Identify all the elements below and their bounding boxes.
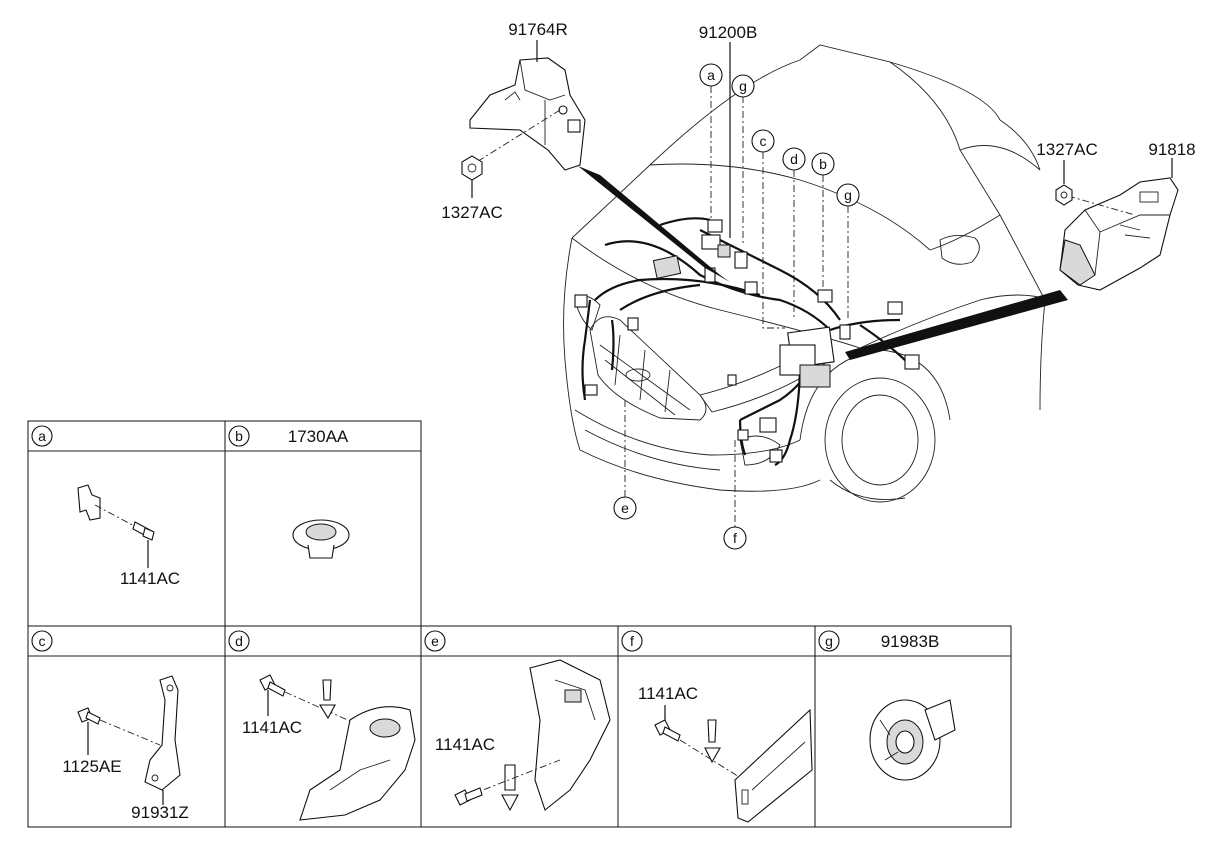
callout-e-main: e <box>613 496 637 520</box>
panel-c-part-label-1: 1125AE <box>62 757 121 776</box>
callout-f-main: f <box>723 526 747 550</box>
panel-b-header: b 1730AA <box>228 425 349 447</box>
svg-text:b: b <box>235 428 243 444</box>
svg-text:d: d <box>790 151 798 167</box>
panel-e-header: e <box>424 630 446 652</box>
callout-g-main-2: g <box>836 183 860 207</box>
svg-text:d: d <box>235 633 243 649</box>
panel-e-part-label: 1141AC <box>435 735 495 754</box>
callout-b-main: b <box>811 152 835 176</box>
vehicle-front-view <box>563 44 1051 503</box>
svg-text:e: e <box>431 633 439 649</box>
svg-text:g: g <box>825 633 833 649</box>
svg-text:f: f <box>630 633 634 649</box>
svg-text:e: e <box>621 500 629 516</box>
label-1327AC-right: 1327AC <box>1036 140 1097 159</box>
label-91200B: 91200B <box>699 23 758 42</box>
callout-g-main: g <box>731 74 755 98</box>
panel-e-bolt-bracket: 1141AC <box>435 659 611 812</box>
callout-d-main: d <box>782 147 806 171</box>
nut-1327AC-right <box>1055 184 1073 206</box>
svg-text:g: g <box>844 187 852 203</box>
callout-a-main: a <box>699 63 723 87</box>
svg-text:1730AA: 1730AA <box>288 427 349 446</box>
panel-d-bolt-member: 1141AC <box>242 674 416 821</box>
svg-text:g: g <box>739 78 747 94</box>
svg-text:b: b <box>819 156 827 172</box>
panel-f-header: f <box>621 630 643 652</box>
label-91764R: 91764R <box>508 20 568 39</box>
panel-d-header: d <box>228 630 250 652</box>
panel-b-grommet <box>292 519 350 559</box>
label-91818: 91818 <box>1148 140 1195 159</box>
panel-g-grommet <box>869 699 956 781</box>
panel-d-part-label: 1141AC <box>242 718 302 737</box>
panel-c-header: c <box>31 630 53 652</box>
svg-text:c: c <box>39 633 46 649</box>
panel-g-header: g 91983B <box>818 630 940 652</box>
bracket-91764R <box>469 57 586 171</box>
svg-text:c: c <box>760 133 767 149</box>
wiring-harness <box>574 166 1068 466</box>
panel-f-bolt-rail: 1141AC <box>638 684 813 823</box>
svg-text:f: f <box>733 530 737 546</box>
svg-text:a: a <box>38 428 46 444</box>
cover-91818 <box>1059 177 1179 291</box>
callout-c-main: c <box>751 129 775 153</box>
label-1327AC-left: 1327AC <box>441 203 502 222</box>
nut-1327AC-left <box>461 155 483 181</box>
svg-text:91983B: 91983B <box>881 632 940 651</box>
panel-a-part-label: 1141AC <box>120 569 180 588</box>
panel-f-part-label: 1141AC <box>638 684 698 703</box>
panel-a-header: a <box>31 425 53 447</box>
panel-c-part-label-2: 91931Z <box>131 803 189 822</box>
panel-a-bracket-bolt: 1141AC <box>77 484 180 588</box>
svg-text:a: a <box>707 67 715 83</box>
panel-c-bolt-bracket: 1125AE 91931Z <box>62 675 189 822</box>
